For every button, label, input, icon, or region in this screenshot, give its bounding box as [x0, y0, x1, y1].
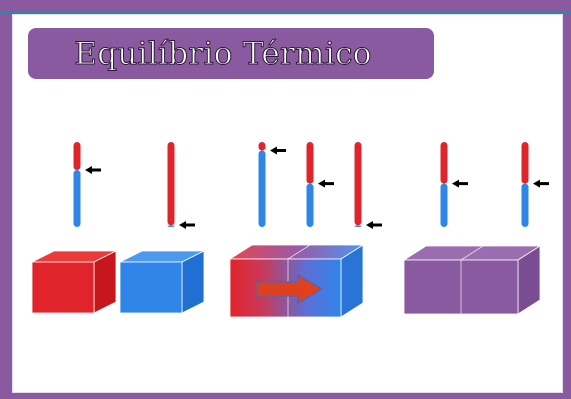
- thermometer-cold-column: [441, 184, 448, 227]
- hot-block: [32, 251, 116, 313]
- thermometers-group: [74, 142, 550, 229]
- equilibrium-block: [404, 246, 540, 314]
- thermometer-cold-column: [168, 225, 175, 227]
- thermometer-hot-column: [522, 142, 529, 184]
- thermometer-hot-column: [355, 142, 362, 225]
- thermometer-cold-column: [307, 184, 314, 227]
- thermometer-hot-body: [74, 142, 102, 227]
- thermometer-cold-column: [74, 170, 81, 227]
- temperature-pointer-arrow: [366, 221, 382, 229]
- cold-block: [120, 251, 204, 313]
- heat-transfer-block: [230, 245, 363, 317]
- temperature-pointer-arrow: [179, 221, 195, 229]
- thermometer-hot-column: [168, 142, 175, 225]
- temperature-pointer-arrow: [318, 180, 334, 188]
- thermometer-eq-right: [522, 142, 550, 227]
- thermometer-hot-column: [441, 142, 448, 184]
- thermometer-eq-left: [441, 142, 469, 227]
- temperature-pointer-arrow: [533, 180, 549, 188]
- temperature-pointer-arrow: [85, 166, 101, 174]
- temperature-pointer-arrow: [270, 147, 286, 155]
- thermometer-cold-start: [355, 142, 383, 229]
- thermometer-hot-column: [307, 142, 314, 184]
- thermometer-hot-start: [259, 142, 287, 227]
- thermometer-cold-body: [168, 142, 196, 229]
- thermometer-cold-column: [259, 151, 266, 228]
- thermometer-cold-column: [522, 184, 529, 227]
- thermometer-hot-column: [259, 142, 266, 151]
- thermometer-hot-cooling: [307, 142, 335, 227]
- thermometer-hot-column: [74, 142, 81, 170]
- temperature-pointer-arrow: [452, 180, 468, 188]
- thermometer-cold-column: [355, 225, 362, 227]
